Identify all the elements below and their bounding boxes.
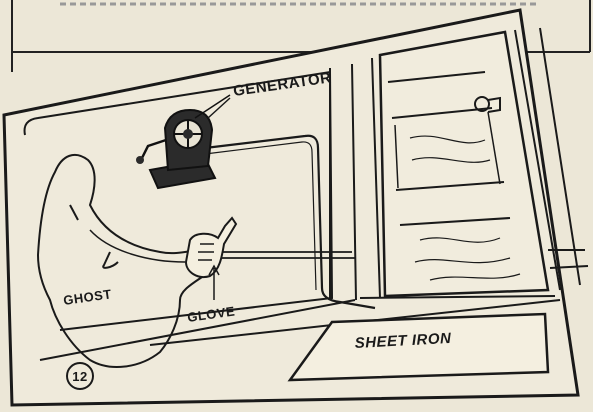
figure-number: 12 (72, 369, 87, 384)
